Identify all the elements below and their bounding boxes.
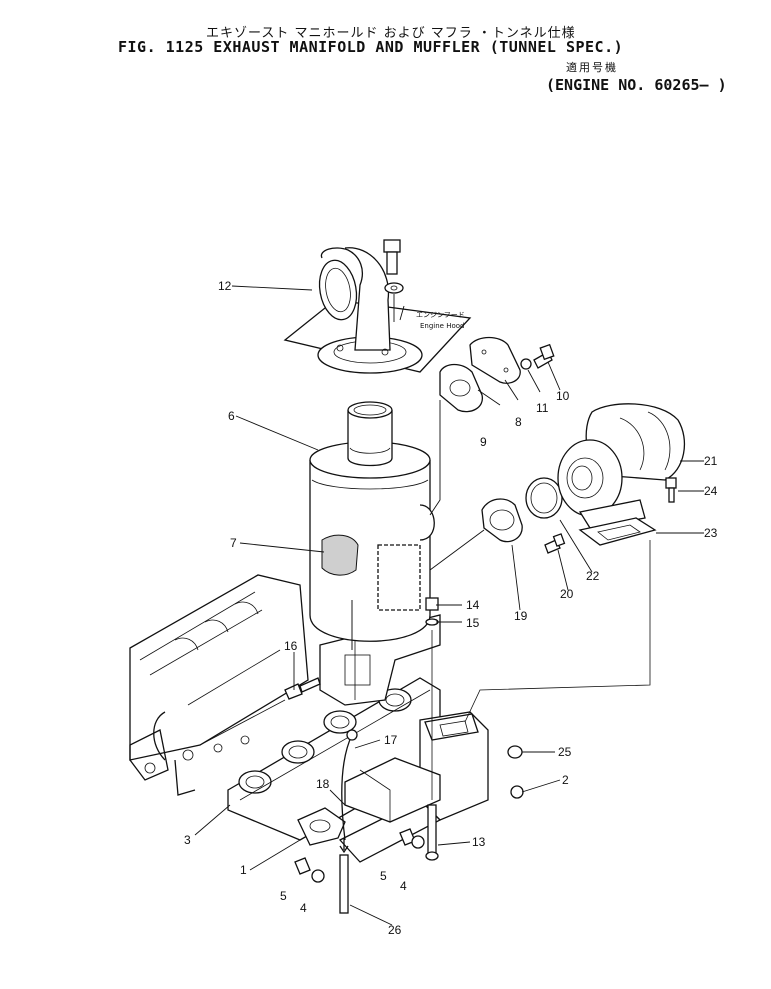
callout-13: 13 (472, 835, 486, 849)
turbo-bolt (665, 477, 677, 503)
assembly-guide-lines (351, 540, 651, 800)
callout-2: 2 (562, 773, 569, 787)
ring-bolt (544, 533, 566, 554)
turbo-gasket (578, 517, 657, 546)
muffler (309, 401, 435, 650)
drain-pipe (339, 838, 349, 914)
muffler-nut-washer (425, 597, 439, 626)
callout-5b: 5 (380, 869, 387, 883)
gasket-ring (429, 477, 563, 571)
callout-14: 14 (466, 598, 480, 612)
engine-hood-note-jp: エンジンフード (416, 311, 465, 319)
engine-block (129, 574, 309, 796)
callout-11: 11 (536, 401, 549, 415)
callout-17: 17 (384, 733, 398, 747)
sleeve-nut-pairs (294, 828, 425, 883)
callout-15: 15 (466, 616, 480, 630)
callout-23: 22 (586, 569, 600, 583)
callout-25: 24 (704, 484, 718, 498)
callout-24: 23 (704, 526, 718, 540)
drain-tube (341, 729, 358, 841)
callout-numbers: 12 6 7 8 9 10 11 21 24 23 22 20 19 14 15… (184, 279, 718, 937)
figure-title-japanese: エキゾースト マニホールド および マフラ ・トンネル仕様 (206, 26, 576, 41)
callout-19: 18 (316, 777, 330, 791)
engine-hood-note-en: Engine Hood (420, 322, 465, 330)
callout-leader-lines (194, 285, 704, 926)
callout-4b: 4 (400, 879, 407, 893)
callout-20: 19 (514, 609, 528, 623)
callout-8: 8 (515, 415, 522, 429)
callout-21: 20 (560, 587, 574, 601)
callout-18: 26 (388, 923, 402, 937)
tail-pipe-elbow (283, 247, 472, 374)
outlet-nuts (507, 745, 524, 799)
callout-3: 3 (184, 833, 191, 847)
gasket-and-cover (429, 336, 521, 516)
callout-7: 7 (230, 536, 237, 550)
callout-4a: 4 (300, 901, 307, 915)
callout-9: 9 (480, 435, 487, 449)
engine-number-range: (ENGINE NO. 60265– ) (546, 76, 727, 94)
pipe-flange (297, 807, 346, 846)
callout-6: 6 (228, 409, 235, 423)
cover-bolt (520, 343, 555, 370)
callout-10: 10 (556, 389, 570, 403)
callout-26: 25 (558, 745, 572, 759)
top-bolt (383, 239, 404, 322)
bracket-bolt (284, 677, 321, 700)
applicability-label-japanese: 適用号機 (566, 61, 618, 74)
callout-16: 16 (284, 639, 298, 653)
turbocharger (557, 403, 686, 529)
callout-12: 12 (218, 279, 232, 293)
figure-title: FIG. 1125 EXHAUST MANIFOLD AND MUFFLER (… (118, 38, 624, 56)
callout-5a: 5 (280, 889, 287, 903)
callout-22: 21 (704, 454, 718, 468)
callout-1: 1 (240, 863, 247, 877)
long-bolt (425, 804, 439, 861)
